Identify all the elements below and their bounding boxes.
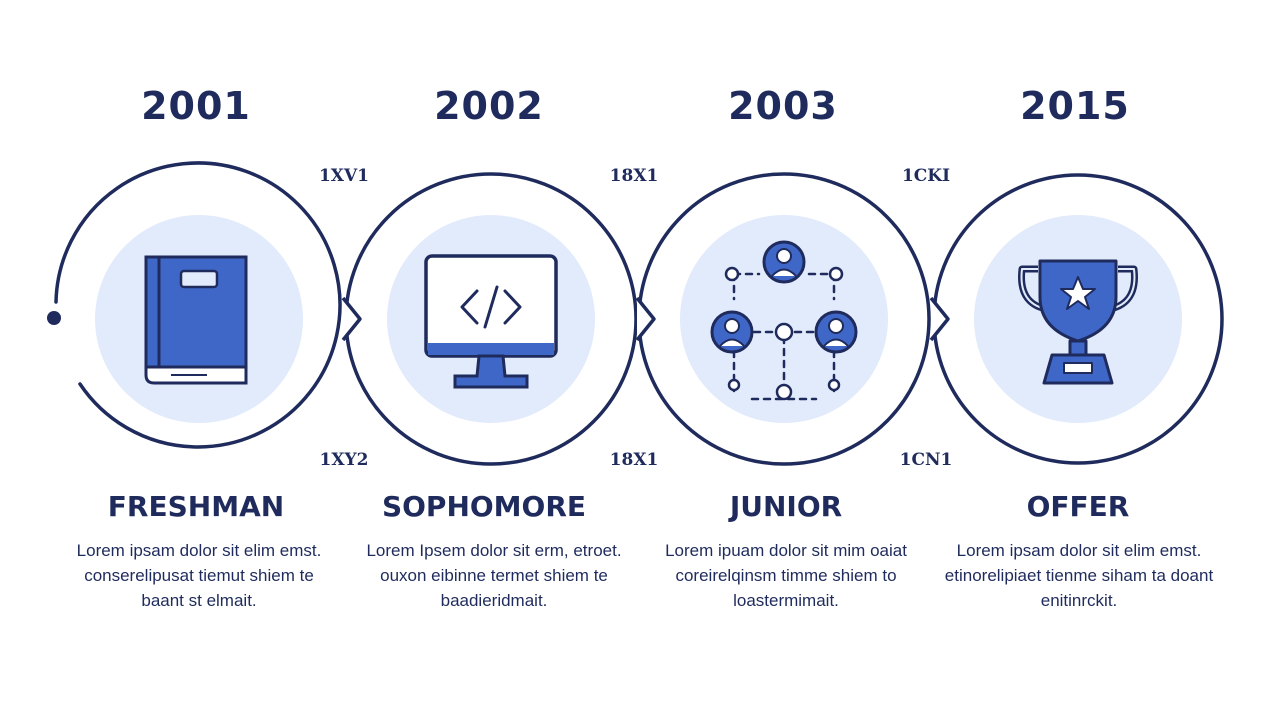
timeline-arc-1 <box>54 161 342 449</box>
arrow-right-icon <box>341 296 362 342</box>
timeline-arrows <box>341 296 950 342</box>
stage-title: OFFER <box>1026 490 1130 523</box>
person-icon <box>710 310 754 354</box>
stage-description: Lorem ipsam dolor sit elim emst. consere… <box>76 541 322 610</box>
stage-top-label: 1XV1 <box>318 166 370 186</box>
person-icon <box>762 240 806 284</box>
code-monitor-icon <box>424 254 558 389</box>
stage-title: JUNIOR <box>729 490 843 523</box>
stage-top-label: 18X1 <box>609 166 659 186</box>
stage-year: 2002 <box>434 84 544 128</box>
team-network-icon <box>710 240 858 401</box>
book-icon <box>144 255 248 385</box>
arrow-right-icon <box>929 296 950 342</box>
stage-bottom-label: 1XY2 <box>319 450 369 470</box>
stage-year: 2001 <box>141 84 251 128</box>
timeline-start-dot <box>47 311 61 325</box>
stage-year: 2003 <box>728 84 838 128</box>
stage-bottom-label: 1CN1 <box>899 450 953 470</box>
stage-title: FRESHMAN <box>107 490 285 523</box>
stage-title: SOPHOMORE <box>381 490 587 523</box>
stage-top-label: 1CKI <box>901 166 951 186</box>
stage-year: 2015 <box>1020 84 1130 128</box>
stage-description: Lorem ipsam dolor sit elim emst. etinore… <box>944 541 1214 610</box>
arrow-right-icon <box>635 296 656 342</box>
person-icon <box>814 310 858 354</box>
stage-bottom-label: 18X1 <box>609 450 659 470</box>
stage-description: Lorem ipuam dolor sit mim oaiat coreirel… <box>665 541 907 610</box>
stage-description: Lorem Ipsem dolor sit erm, etroet. ouxon… <box>366 541 622 610</box>
trophy-icon <box>1018 259 1138 385</box>
